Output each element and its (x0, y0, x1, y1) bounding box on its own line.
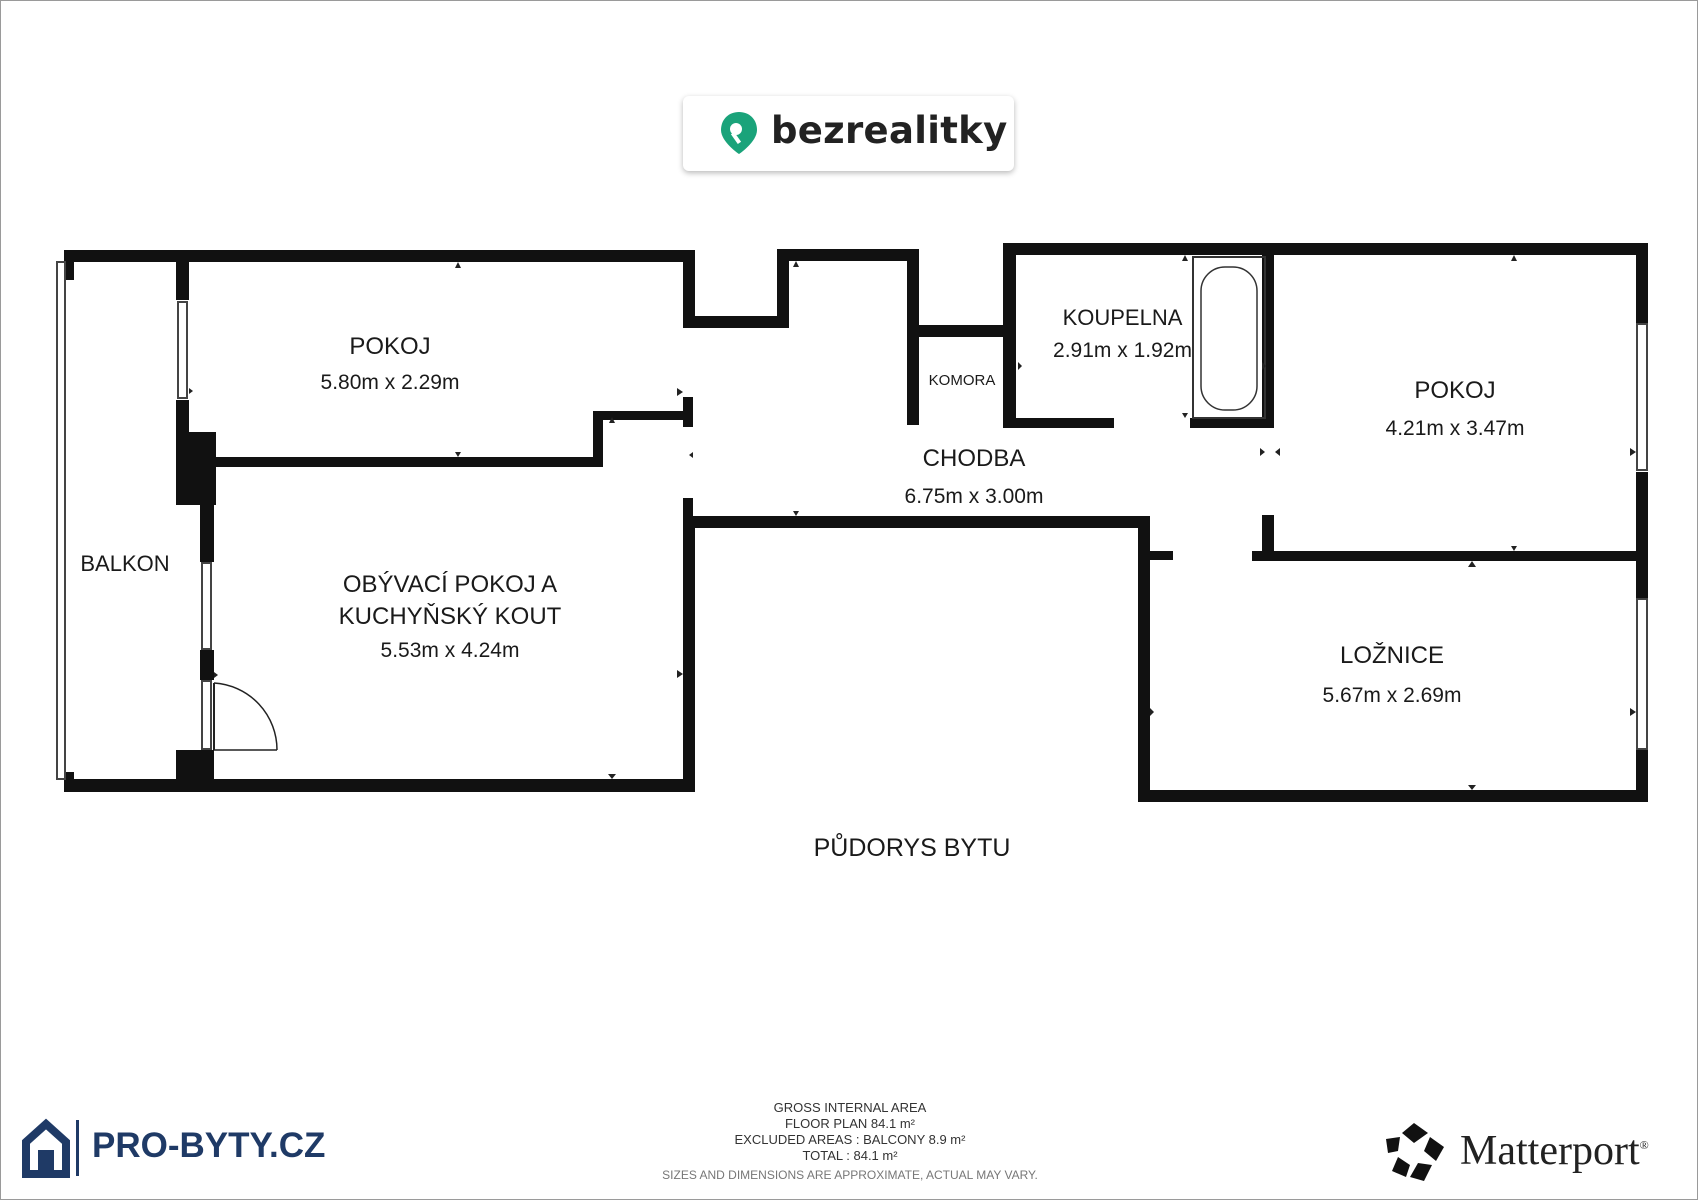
dimension-markers (189, 255, 1636, 790)
room-obyvaci-pokoj: OBÝVACÍ POKOJ A KUCHYŇSKÝ KOUT 5.53m x 4… (300, 571, 600, 663)
room-name-line2: KUCHYŇSKÝ KOUT (338, 603, 562, 630)
walls (64, 243, 1648, 802)
area-summary: GROSS INTERNAL AREA FLOOR PLAN 84.1 m² E… (600, 1100, 1100, 1183)
room-dimensions: 5.80m x 2.29m (320, 371, 460, 394)
room-dimensions: 5.53m x 4.24m (380, 639, 520, 662)
room-dimensions: 4.21m x 3.47m (1385, 417, 1525, 440)
pro-byty-logo-text: PRO-BYTY.CZ (92, 1126, 326, 1165)
room-loznice: LOŽNICE 5.67m x 2.69m (1292, 642, 1492, 708)
room-pokoj-2: POKOJ 4.21m x 3.47m (1355, 377, 1555, 441)
room-name: LOŽNICE (1339, 642, 1444, 669)
room-chodba: CHODBA 6.75m x 3.00m (874, 445, 1074, 509)
matterport-logo[interactable]: Matterport® (1384, 1121, 1649, 1190)
room-name: CHODBA (922, 445, 1026, 472)
area-disclaimer: SIZES AND DIMENSIONS ARE APPROXIMATE, AC… (662, 1168, 1038, 1182)
location-pin-icon (721, 112, 757, 154)
plan-title: PŮDORYS BYTU (813, 834, 1011, 862)
room-name: KOUPELNA (1062, 305, 1183, 330)
pro-byty-logo[interactable]: PRO-BYTY.CZ (20, 1118, 325, 1183)
room-pokoj-1: POKOJ 5.80m x 2.29m (290, 333, 490, 395)
room-name: BALKON (80, 551, 170, 576)
area-floor-plan: FLOOR PLAN 84.1 m² (784, 1116, 916, 1131)
room-komora: KOMORA (918, 372, 1006, 389)
room-name: KOMORA (928, 372, 996, 389)
room-koupelna: KOUPELNA 2.91m x 1.92m (1025, 305, 1220, 363)
room-name: POKOJ (1414, 377, 1496, 404)
area-excluded: EXCLUDED AREAS : BALCONY 8.9 m² (734, 1132, 966, 1147)
room-dimensions: 2.91m x 1.92m (1053, 339, 1192, 362)
bathtub (1192, 256, 1266, 419)
windows (56, 261, 1648, 780)
registered-mark: ® (1639, 1138, 1649, 1152)
bezrealitky-logo-card[interactable]: bezrealitky (683, 96, 1014, 171)
door-swing (213, 682, 278, 751)
room-balkon: BALKON (65, 551, 185, 577)
area-heading: GROSS INTERNAL AREA (773, 1100, 927, 1115)
bezrealitky-logo-text: bezrealitky (771, 109, 1008, 152)
room-name: OBÝVACÍ POKOJ A (342, 571, 558, 598)
room-dimensions: 6.75m x 3.00m (904, 485, 1044, 508)
matterport-mark-icon (1386, 1123, 1444, 1181)
area-total: TOTAL : 84.1 m² (802, 1148, 898, 1163)
room-name: POKOJ (349, 333, 431, 360)
room-dimensions: 5.67m x 2.69m (1322, 684, 1462, 707)
matterport-logo-text: Matterport® (1460, 1127, 1649, 1175)
house-icon (22, 1118, 79, 1178)
matterport-wordmark: Matterport (1460, 1128, 1640, 1174)
